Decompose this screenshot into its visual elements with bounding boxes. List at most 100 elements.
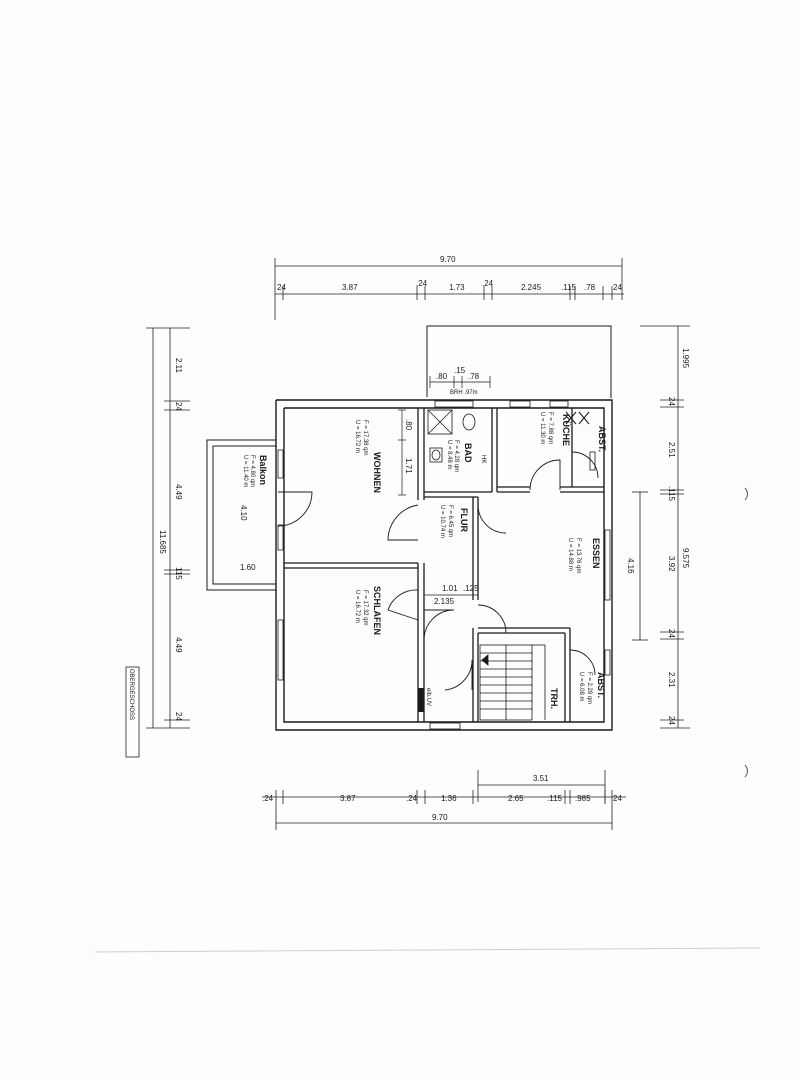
room-bad-hk: HK bbox=[480, 455, 486, 463]
bottom-dim-5: .115 bbox=[547, 794, 563, 803]
room-abst2-perimeter: U = 6.08 m bbox=[578, 672, 584, 702]
room-abst2-area: F = 2.28 qm bbox=[586, 672, 592, 704]
room-flur-name: FLUR bbox=[459, 508, 469, 532]
top-dim-6: .115 bbox=[561, 283, 577, 292]
room-balkon-area: F = 4.80 qm bbox=[249, 455, 255, 487]
room-bad-area: F = 4.28 qm bbox=[453, 440, 459, 472]
room-flur-area: F = 6.45 qm bbox=[447, 505, 453, 537]
right-dimension-lines bbox=[632, 325, 690, 729]
floor-label-box bbox=[125, 666, 140, 758]
left-dim-1: 24 bbox=[174, 402, 183, 411]
floor-label: OBERGESCHOSS bbox=[128, 669, 134, 720]
top-dim-4: .24 bbox=[482, 279, 494, 288]
bottom-total-dim: 9.70 bbox=[432, 813, 448, 822]
scan-mark-2 bbox=[744, 764, 748, 778]
room-schlafen-perimeter: U = 16.72 m bbox=[354, 590, 360, 623]
room-flur-perimeter: U = 10.74 m bbox=[439, 505, 445, 538]
room-wohnen-name: WOHNEN bbox=[372, 452, 382, 493]
room-wohnen: WOHNEN F = 17.38 qm U = 16.72 m bbox=[354, 420, 382, 493]
room-essen-perimeter: U = 14.88 m bbox=[567, 538, 573, 571]
top-dimension-lines bbox=[274, 258, 624, 320]
room-kueche-area: F = 7.88 qm bbox=[547, 412, 553, 444]
elb-uv-label: elb.UV bbox=[425, 688, 431, 706]
left-total-dim: 11.685 bbox=[158, 530, 167, 554]
top-dim-2: .24 bbox=[416, 279, 428, 288]
left-dimension-lines bbox=[146, 327, 190, 729]
room-abst2-name: ABST. bbox=[596, 672, 606, 698]
room-kueche: KÜCHE F = 7.88 qm U = 11.30 m ABST. bbox=[539, 412, 607, 452]
left-dim-5: 24 bbox=[174, 712, 183, 721]
interior-walls bbox=[284, 408, 604, 722]
door-swings bbox=[277, 451, 599, 691]
right-sub-dim: 4.16 bbox=[626, 558, 635, 574]
room-wohnen-perimeter: U = 16.72 m bbox=[354, 420, 360, 453]
electric-panel bbox=[418, 688, 424, 712]
top-dim-5: 2.245 bbox=[521, 283, 542, 292]
scan-edge-line bbox=[94, 947, 761, 953]
left-dim-4: 4.49 bbox=[174, 637, 183, 653]
right-dimension-texts: 1.995 24 2.51 .115 3.92 24 2.31 24 9.575… bbox=[626, 348, 690, 725]
top-dim-0: 24 bbox=[277, 283, 286, 292]
right-total-dim: 9.575 bbox=[681, 548, 690, 569]
left-dim-0: 2.11 bbox=[174, 358, 183, 374]
room-trh-name: TRH. bbox=[549, 688, 559, 709]
top-total-dim: 9.70 bbox=[440, 255, 456, 264]
flur-dim-a: 1.01 bbox=[442, 584, 458, 593]
room-balkon: Balkon F = 4.80 qm U = 11.40 m bbox=[242, 455, 268, 487]
window-brh: BRH .97m bbox=[450, 390, 478, 396]
top-dim-3: 1.73 bbox=[449, 283, 465, 292]
balkon-width-dim: 1.60 bbox=[240, 563, 256, 572]
room-balkon-name: Balkon bbox=[258, 455, 268, 485]
bottom-dim-4: 2.65 bbox=[508, 794, 524, 803]
right-dim-2: 2.51 bbox=[667, 442, 676, 458]
room-bad: BAD F = 4.28 qm U = 8.48 m HK bbox=[446, 440, 486, 472]
bottom-dim-6: .985 bbox=[575, 794, 591, 803]
kitchen-stove-marks bbox=[565, 411, 590, 425]
room-kueche-perimeter: U = 11.30 m bbox=[539, 412, 545, 444]
balkon-height-dim: 4.10 bbox=[239, 505, 248, 521]
room-wohnen-area: F = 17.38 qm bbox=[362, 420, 368, 456]
bottom-dimension-lines bbox=[262, 770, 626, 830]
room-abst2: ABST. F = 2.28 qm U = 6.08 m bbox=[578, 672, 606, 704]
exterior-walls bbox=[275, 399, 613, 731]
room-bad-perimeter: U = 8.48 m bbox=[446, 440, 452, 470]
flur-dim-c: 2.135 bbox=[434, 597, 455, 606]
bottom-dim-2: .24 bbox=[406, 794, 418, 803]
room-kueche-abst: ABST. bbox=[597, 426, 607, 452]
wohnen-dim-2: 1.71 bbox=[404, 458, 413, 474]
flur-dim-b: .125 bbox=[463, 584, 479, 593]
right-dim-7: 24 bbox=[667, 716, 676, 725]
right-dim-1: 24 bbox=[667, 397, 676, 406]
wohnen-dim-1: .80 bbox=[404, 419, 413, 431]
window-dim-b: .15 bbox=[454, 366, 466, 375]
room-schlafen-area: F = 17.32 qm bbox=[362, 590, 368, 626]
right-dim-4: 3.92 bbox=[667, 556, 676, 572]
bottom-dim-3: 1.36 bbox=[441, 794, 457, 803]
left-dimension-texts: 11.685 2.11 24 4.49 115 4.49 24 bbox=[158, 358, 183, 721]
room-bad-name: BAD bbox=[463, 443, 473, 463]
window-dim-a: .80 bbox=[436, 372, 448, 381]
room-schlafen-name: SCHLAFEN bbox=[372, 586, 382, 635]
top-dim-8: 24 bbox=[613, 283, 622, 292]
balcony bbox=[206, 439, 276, 591]
right-dim-5: 24 bbox=[667, 629, 676, 638]
window-top-dims bbox=[429, 376, 491, 388]
left-dim-2: 4.49 bbox=[174, 484, 183, 500]
window-dim-c: .78 bbox=[468, 372, 480, 381]
top-dim-7: .78 bbox=[584, 283, 596, 292]
right-dim-0: 1.995 bbox=[681, 348, 690, 369]
windows bbox=[277, 400, 611, 730]
bottom-dim-7: 24 bbox=[613, 794, 622, 803]
room-balkon-perimeter: U = 11.40 m bbox=[242, 455, 248, 487]
room-schlafen: SCHLAFEN F = 17.32 qm U = 16.72 m bbox=[354, 586, 382, 635]
right-dim-3: .115 bbox=[667, 486, 676, 502]
wohnen-inner-dims bbox=[398, 409, 406, 496]
room-essen-name: ESSEN bbox=[591, 538, 601, 569]
room-kueche-name: KÜCHE bbox=[561, 414, 571, 446]
bathroom-fixtures bbox=[427, 409, 476, 463]
top-dim-1: 3.87 bbox=[342, 283, 358, 292]
scan-mark-1 bbox=[744, 487, 748, 501]
left-dim-3: 115 bbox=[174, 567, 183, 580]
